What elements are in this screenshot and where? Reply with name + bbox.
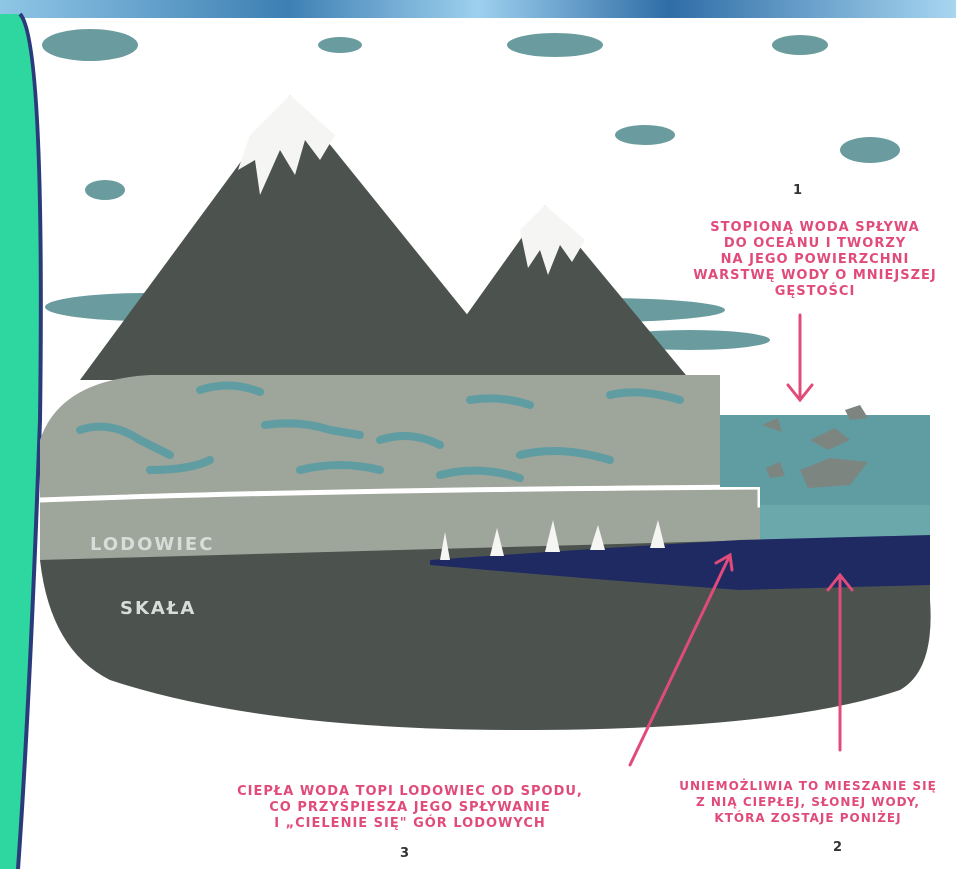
side-panel — [0, 14, 41, 869]
callout-3-text: CIEPŁA WODA TOPI LODOWIEC OD SPODU, CO P… — [200, 784, 620, 832]
callout-1-number: 1 — [793, 183, 802, 198]
label-lodowiec: LODOWIEC — [90, 534, 214, 555]
callout-1-line: GĘSTOŚCI — [680, 284, 950, 300]
callout-1-line: NA JEGO POWIERZCHNI — [680, 252, 950, 268]
callout-2-line: KTÓRA ZOSTAJE PONIŻEJ — [660, 810, 956, 826]
callout-1-text: STOPIONĄ WODA SPŁYWA DO OCEANU I TWORZY … — [680, 220, 950, 300]
label-skala: SKAŁA — [120, 598, 196, 619]
callout-3-line: I „CIELENIE SIĘ" GÓR LODOWYCH — [200, 816, 620, 832]
callout-2-line: Z NIĄ CIEPŁEJ, SŁONEJ WODY, — [660, 794, 956, 810]
callout-3-number: 3 — [400, 846, 409, 861]
arrow-1 — [788, 315, 812, 400]
mountains — [80, 95, 690, 380]
callout-2-line: UNIEMOŻLIWIA TO MIESZANIE SIĘ — [660, 778, 956, 794]
callout-1-line: DO OCEANU I TWORZY — [680, 236, 950, 252]
callout-1-line: STOPIONĄ WODA SPŁYWA — [680, 220, 950, 236]
callout-1-line: WARSTWĘ WODY O MNIEJSZEJ — [680, 268, 950, 284]
callout-2-number: 2 — [833, 840, 842, 855]
callout-3-line: CIEPŁA WODA TOPI LODOWIEC OD SPODU, — [200, 784, 620, 800]
callout-2-text: UNIEMOŻLIWIA TO MIESZANIE SIĘ Z NIĄ CIEP… — [660, 778, 956, 826]
callout-3-line: CO PRZYŚPIESZA JEGO SPŁYWANIE — [200, 800, 620, 816]
ocean-mid-layer — [760, 505, 930, 540]
